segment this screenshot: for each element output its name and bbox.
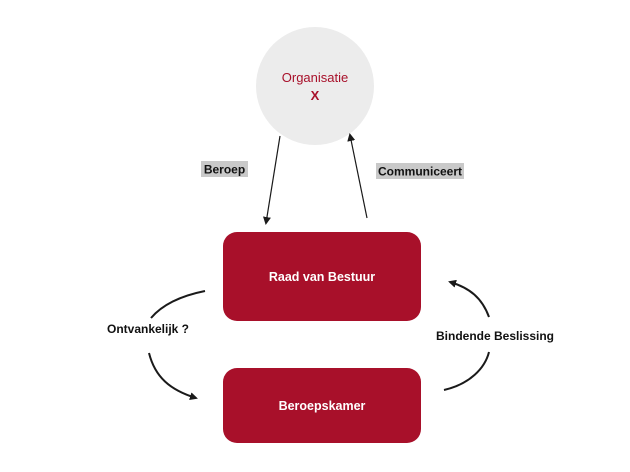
- raad-van-bestuur-box: [223, 232, 421, 321]
- edge-label-beroep: Beroep: [201, 161, 248, 177]
- organisation-node: Organisatie X: [256, 27, 374, 145]
- edge-label-ontvankelijk: Ontvankelijk ?: [107, 322, 189, 336]
- arrow-communiceert: [347, 133, 368, 219]
- raad-van-bestuur-label: Raad van Bestuur: [269, 270, 375, 284]
- arrow-ontvankelijk-top: [150, 290, 206, 319]
- organisation-letter: X: [311, 88, 320, 103]
- arrow-bindende-bottom: [443, 351, 490, 391]
- edge-label-communiceert: Communiceert: [376, 163, 464, 179]
- arrow-beroep: [263, 135, 281, 225]
- beroepskamer-node: Beroepskamer: [223, 368, 421, 443]
- organisation-name: Organisatie: [282, 70, 348, 85]
- edge-label-beroep-text: Beroep: [204, 163, 245, 177]
- arrow-ontvankelijk-bottom: [148, 352, 198, 401]
- raad-van-bestuur-node: Raad van Bestuur: [223, 232, 421, 321]
- beroepskamer-label: Beroepskamer: [279, 399, 366, 413]
- arrow-bindende-top: [448, 279, 490, 318]
- organisation-circle: [256, 27, 374, 145]
- edge-label-bindende: Bindende Beslissing: [436, 329, 554, 343]
- beroepskamer-box: [223, 368, 421, 443]
- edge-label-communiceert-text: Communiceert: [378, 165, 462, 179]
